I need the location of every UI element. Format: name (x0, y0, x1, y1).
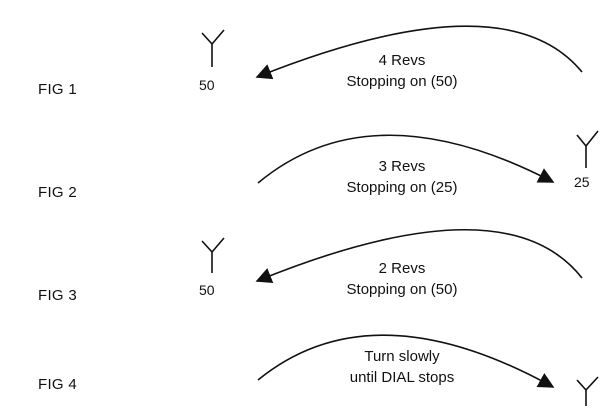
fig3-dial-mark-icon (201, 237, 225, 273)
fig3-arc-arrow (255, 228, 583, 283)
fig4-dial-mark-icon (576, 376, 599, 406)
fig2-caption: 3 Revs Stopping on (25) (322, 156, 482, 198)
fig1-stop-text: Stopping on (50) (346, 73, 458, 90)
fig4-instruction-line2: until DIAL stops (349, 369, 455, 386)
fig2-dial-mark-icon (576, 130, 599, 168)
fig3-caption: 2 Revs Stopping on (50) (322, 258, 482, 300)
fig3-revs-text: 2 Revs (378, 260, 426, 277)
fig1-dial-number: 50 (199, 77, 215, 93)
fig1-dial-mark-icon (201, 29, 225, 67)
fig1-arc-arrow (255, 25, 583, 80)
fig2-revs-text: 3 Revs (378, 158, 426, 175)
fig2-dial-number: 25 (574, 174, 590, 190)
fig1-label: FIG 1 (38, 81, 78, 98)
fig1-caption: 4 Revs Stopping on (50) (322, 50, 482, 92)
fig4-arc-arrow (257, 334, 555, 388)
fig2-label: FIG 2 (38, 184, 78, 201)
fig4-caption: Turn slowly until DIAL stops (322, 346, 482, 388)
fig2-stop-text: Stopping on (25) (346, 179, 458, 196)
fig4-label: FIG 4 (38, 376, 78, 393)
fig3-stop-text: Stopping on (50) (346, 281, 458, 298)
fig1-revs-text: 4 Revs (378, 52, 426, 69)
fig3-label: FIG 3 (38, 287, 78, 304)
fig4-instruction-line1: Turn slowly (364, 348, 440, 365)
fig3-dial-number: 50 (199, 282, 215, 298)
fig2-arc-arrow (257, 134, 555, 184)
